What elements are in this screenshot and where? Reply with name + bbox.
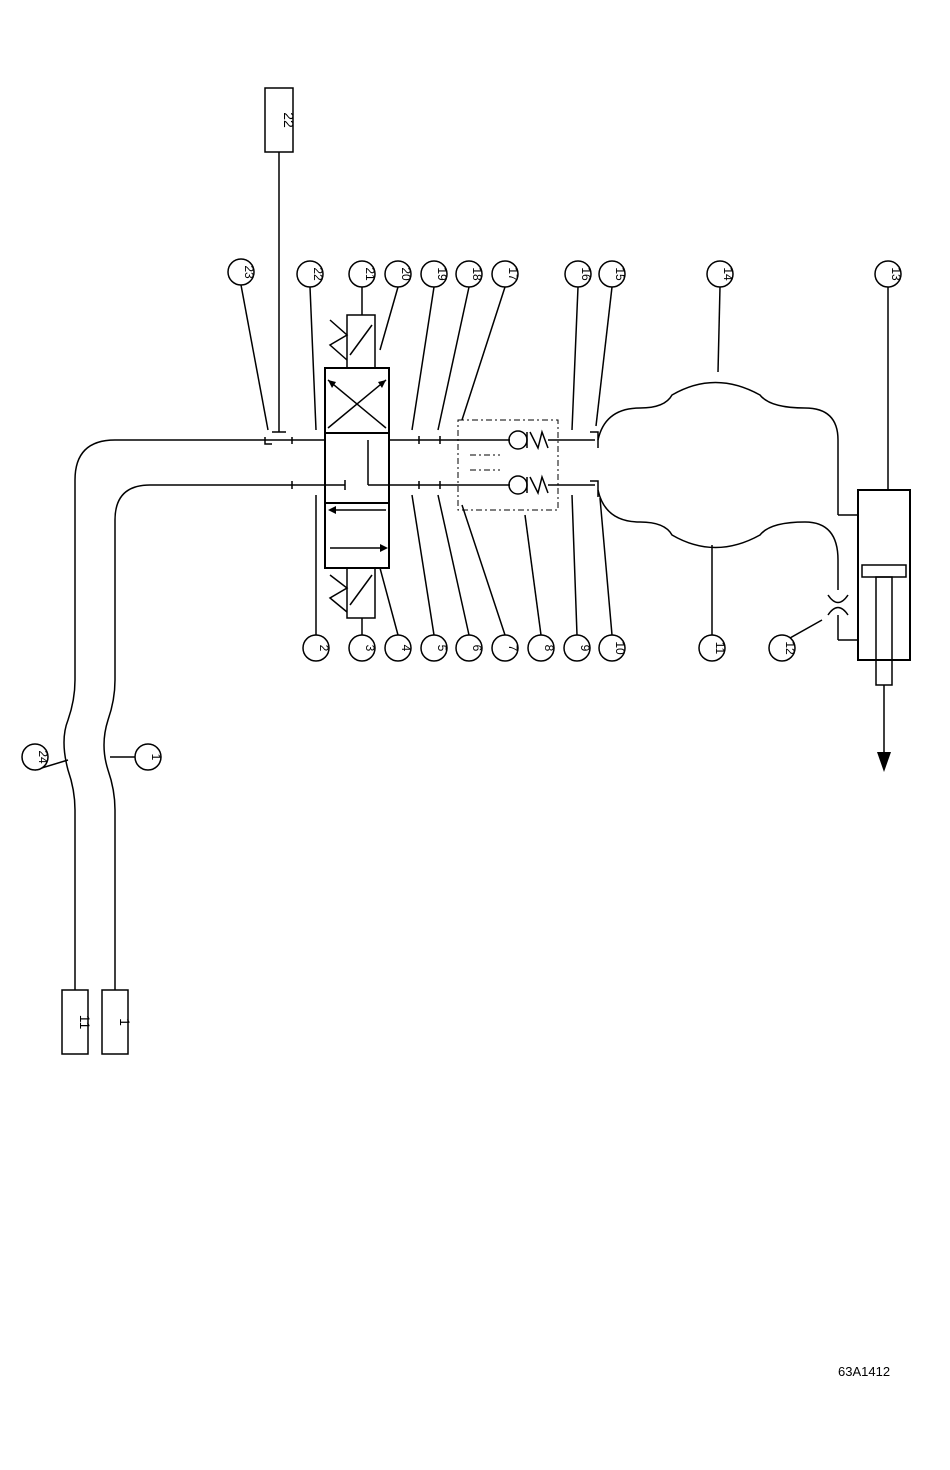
callout-9: 9 (564, 635, 592, 661)
callout-2: 2 (303, 635, 331, 661)
svg-text:2: 2 (317, 645, 331, 652)
svg-text:13: 13 (889, 267, 903, 281)
callout-21: 21 (349, 261, 377, 287)
box-11-label: 11 (77, 1015, 93, 1030)
line-1 (104, 485, 300, 990)
reference-box-11: 11 (62, 990, 93, 1054)
callout-balloons: 23 22 21 20 19 18 17 16 15 14 13 2 3 4 5… (22, 259, 903, 770)
callout-3: 3 (349, 635, 377, 661)
svg-text:8: 8 (542, 645, 556, 652)
callout-5: 5 (421, 635, 449, 661)
orifice-12 (828, 595, 848, 603)
svg-text:6: 6 (470, 645, 484, 652)
callout-8: 8 (528, 635, 556, 661)
svg-text:16: 16 (579, 267, 593, 281)
callout-6: 6 (456, 635, 484, 661)
check-valve-ball-top (509, 431, 527, 449)
tee-fitting (272, 425, 286, 432)
svg-text:20: 20 (399, 267, 413, 281)
hydraulic-cylinder (838, 490, 910, 772)
callout-1: 1 (135, 744, 163, 770)
svg-text:22: 22 (311, 267, 325, 281)
reference-box-22: 22 (265, 88, 297, 152)
svg-text:3: 3 (363, 645, 377, 652)
reference-box-1: 1 (102, 990, 133, 1054)
callout-13: 13 (875, 261, 903, 287)
figure-code: 63A1412 (838, 1364, 890, 1379)
leader-lines (35, 285, 888, 770)
callout-4: 4 (385, 635, 413, 661)
svg-text:17: 17 (506, 267, 520, 281)
svg-text:9: 9 (578, 645, 592, 652)
hose-11 (598, 490, 838, 590)
callout-23: 23 (228, 259, 256, 285)
svg-text:14: 14 (721, 267, 735, 281)
spring-actuator-bottom (330, 568, 375, 618)
svg-text:24: 24 (36, 750, 50, 764)
hose-14 (598, 383, 838, 496)
callout-22: 22 (297, 261, 325, 287)
svg-text:11: 11 (713, 642, 727, 655)
check-valve-block (458, 420, 558, 510)
svg-text:18: 18 (470, 267, 484, 281)
box-1-label: 1 (117, 1018, 133, 1026)
callout-16: 16 (565, 261, 593, 287)
cylinder-rod (876, 577, 892, 685)
extend-arrow (877, 752, 891, 772)
svg-text:21: 21 (363, 267, 377, 281)
callout-7: 7 (492, 635, 520, 661)
svg-text:10: 10 (613, 641, 627, 655)
callout-10: 10 (599, 635, 627, 661)
box-22-label: 22 (281, 112, 297, 128)
svg-text:15: 15 (613, 267, 627, 281)
callout-11: 11 (699, 635, 727, 661)
svg-text:5: 5 (435, 645, 449, 652)
callout-15: 15 (599, 261, 627, 287)
svg-text:7: 7 (506, 645, 520, 652)
svg-text:23: 23 (242, 265, 256, 279)
solenoid-actuator-top (330, 315, 375, 368)
svg-text:1: 1 (149, 754, 163, 761)
svg-text:12: 12 (783, 641, 797, 655)
callout-17: 17 (492, 261, 520, 287)
callout-12: 12 (769, 635, 797, 661)
line-24 (64, 440, 300, 990)
check-valve-ball-bottom (509, 476, 527, 494)
callout-18: 18 (456, 261, 484, 287)
callout-19: 19 (421, 261, 449, 287)
callout-20: 20 (385, 261, 413, 287)
svg-text:19: 19 (435, 267, 449, 281)
directional-control-valve (300, 368, 415, 568)
callout-14: 14 (707, 261, 735, 287)
svg-text:4: 4 (399, 645, 413, 652)
